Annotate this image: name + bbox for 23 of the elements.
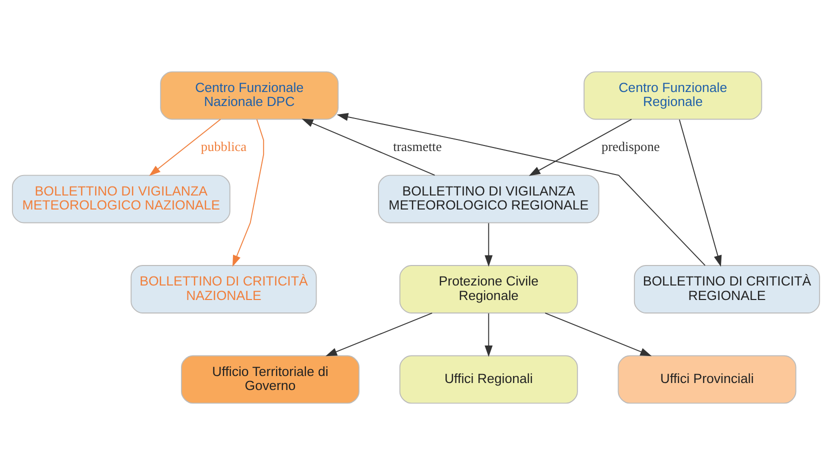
arrow <box>544 312 652 356</box>
node-box: Uffici Regionali <box>399 354 578 404</box>
arrow <box>326 312 433 356</box>
edge-label: pubblica <box>200 138 247 154</box>
node-box: BOLLETTINO DI VIGILANZA METEOROLOGICO NAZIONALE <box>12 174 230 223</box>
node-box: Uffici Provinciali <box>618 354 796 404</box>
node-box: Ufficio Territoriale di Governo <box>180 354 360 404</box>
arrow <box>484 312 493 356</box>
edge-label: predispone <box>601 138 660 154</box>
arrow <box>302 118 436 176</box>
node-box: BOLLETTINO DI CRITICITÀ REGIONALE <box>634 264 820 313</box>
arrow <box>484 222 493 266</box>
arrow <box>149 118 222 176</box>
arrow <box>528 118 632 176</box>
node-box: BOLLETTINO DI VIGILANZA METEOROLOGICO REGIONALE <box>378 174 600 223</box>
node-box: Centro Funzionale Nazionale DPC <box>160 70 339 120</box>
edge-label: trasmette <box>393 138 442 154</box>
node-box: BOLLETTINO DI CRITICITÀ NAZIONALE <box>130 264 317 313</box>
node-box: Protezione Civile Regionale <box>399 264 578 313</box>
node-box: Centro Funzionale Regionale <box>584 70 762 120</box>
arrow <box>232 118 264 266</box>
arrow <box>678 118 722 266</box>
arrow <box>336 112 706 266</box>
